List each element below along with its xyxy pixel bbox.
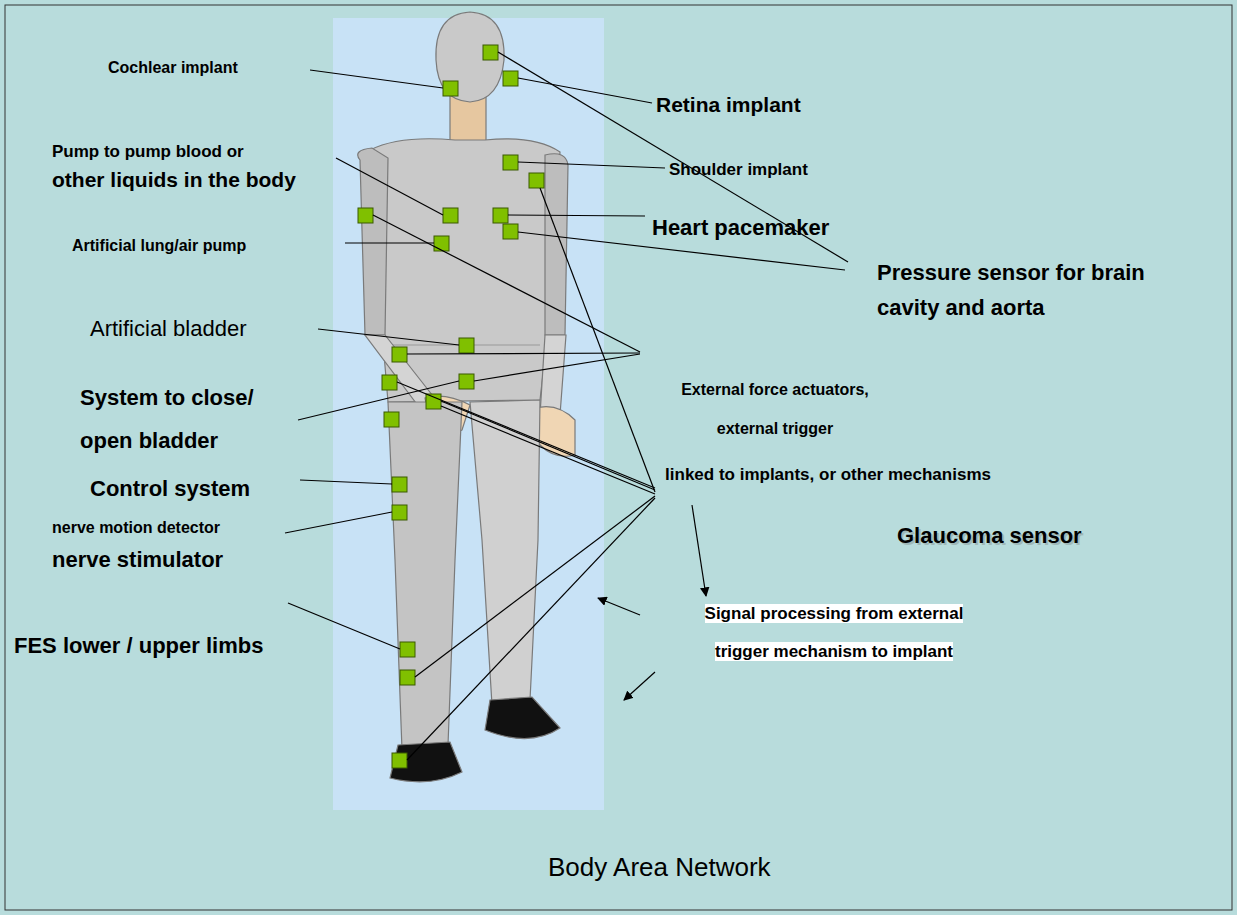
callout-label: Retina implant — [656, 92, 801, 117]
callout-label: Pressure sensor for brain cavity and aor… — [877, 255, 1169, 325]
callout-label: Control system — [90, 476, 250, 502]
callout-label: Cochlear implant — [108, 58, 238, 77]
callout-label: nerve motion detector — [52, 518, 220, 537]
callout-label: FES lower / upper limbs — [14, 633, 263, 659]
frame — [5, 5, 1232, 910]
label-box: Signal processing from external trigger … — [680, 595, 988, 671]
mannequin — [358, 12, 575, 782]
callout-label: Artificial bladder — [90, 316, 247, 342]
callout-label: External force actuators, external trigg… — [650, 370, 900, 448]
callout-label: Shoulder implant — [669, 160, 808, 180]
callout-label: nerve stimulator — [52, 547, 223, 573]
callout-label: Heart pacemaker — [652, 215, 829, 241]
figure-backdrop — [333, 18, 604, 810]
callout-label: Signal processing from external trigger … — [705, 604, 964, 661]
callout-label: Glaucoma sensor — [897, 523, 1082, 549]
callout-label: Artificial lung/air pump — [72, 236, 246, 255]
implant-markers — [358, 45, 544, 768]
caption: Body Area Network — [548, 852, 771, 883]
callout-label: Pump to pump blood or — [52, 142, 244, 162]
callout-label: other liquids in the body — [52, 167, 296, 192]
callout-label: linked to implants, or other mechanisms — [648, 458, 1008, 492]
callout-label: System to close/ open bladder — [80, 376, 290, 462]
